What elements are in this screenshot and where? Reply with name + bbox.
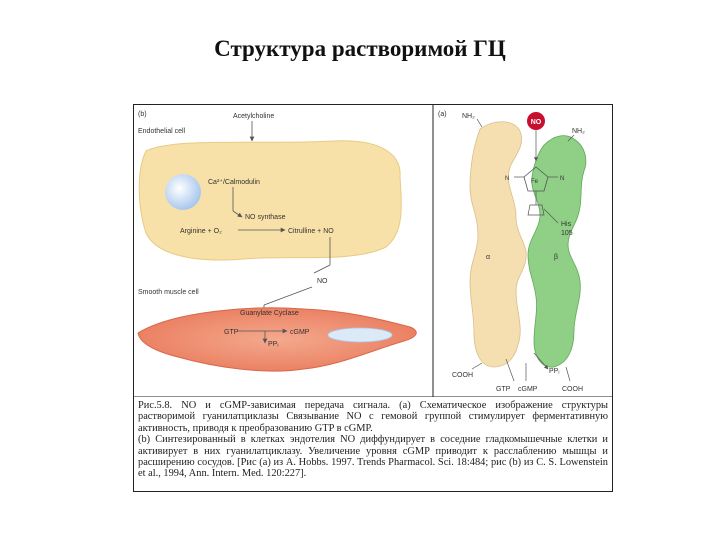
nh2-left-line (476, 118, 483, 128)
products-label: Citrulline + NO (288, 228, 334, 235)
nh2-right-label: NH₂ (572, 128, 585, 135)
smooth-muscle-cell-label: Smooth muscle cell (138, 289, 199, 296)
cgmp-label-a: cGMP (518, 386, 538, 393)
gtp-line-a (505, 358, 515, 382)
cooh-left-label: COOH (452, 372, 473, 379)
cgmp-label-b: cGMP (290, 329, 310, 336)
gtp-label-a: GTP (496, 386, 511, 393)
calmodulin-label: Ca²⁺/Calmodulin (208, 179, 260, 186)
slide-title: Структура растворимой ГЦ (214, 36, 506, 61)
caption-part-a: Рис.5.8. NO и cGMP-зависимая передача си… (138, 400, 608, 434)
fe-label: Fe (531, 179, 539, 185)
panel-b-tag: (b) (138, 111, 147, 118)
ppi-label-a: PPᵢ (549, 368, 559, 375)
acetylcholine-label: Acetylcholine (233, 113, 274, 120)
no-badge-label: NO (531, 119, 542, 126)
no-badge (527, 112, 545, 130)
figure-diagram: (b) Acetylcholine Endothelial cell Ca²⁺/… (134, 105, 612, 397)
caption-part-b: (b) Синтезированный в клетках эндотелия … (138, 434, 608, 480)
n-left-label: N (505, 176, 509, 182)
reactants-label: Arginine + O₂ (180, 228, 222, 235)
no-diffusion-line-2 (313, 264, 331, 274)
guanylate-cyclase-label: Guanylate Cyclase (240, 310, 299, 317)
endothelial-nucleus (165, 174, 201, 210)
calmodulin-arrow (232, 210, 243, 218)
n-right-label: N (560, 176, 564, 182)
beta-label: β (554, 254, 558, 261)
cooh-right-line (565, 366, 571, 382)
no-label: NO (317, 278, 328, 285)
panel-a-tag: (a) (438, 111, 447, 118)
endothelial-cell (138, 140, 402, 261)
endothelial-cell-label: Endothelial cell (138, 128, 186, 135)
smooth-muscle-cell (137, 307, 417, 372)
cooh-left-line (471, 362, 483, 370)
figure-caption: Рис.5.8. NO и cGMP-зависимая передача си… (134, 397, 612, 491)
nh2-left-label: NH₂ (462, 113, 475, 120)
gtp-label-b: GTP (224, 329, 239, 336)
beta-subunit (527, 135, 587, 368)
ppi-arrow-a (533, 352, 549, 370)
smooth-muscle-nucleus (327, 327, 393, 343)
his-label: His (561, 221, 572, 228)
his-number: 105 (561, 230, 573, 237)
his-pointer (543, 208, 559, 224)
nh2-right-line (567, 134, 575, 142)
alpha-subunit (469, 121, 527, 368)
figure: (b) Acetylcholine Endothelial cell Ca²⁺/… (133, 104, 613, 492)
alpha-label: α (486, 254, 490, 261)
his-ring (527, 204, 545, 216)
cooh-right-label: COOH (562, 386, 583, 393)
ppi-label-b: PPᵢ (268, 341, 278, 348)
no-synthase-label: NO synthase (245, 214, 286, 221)
no-diffusion-line-3 (263, 286, 313, 306)
